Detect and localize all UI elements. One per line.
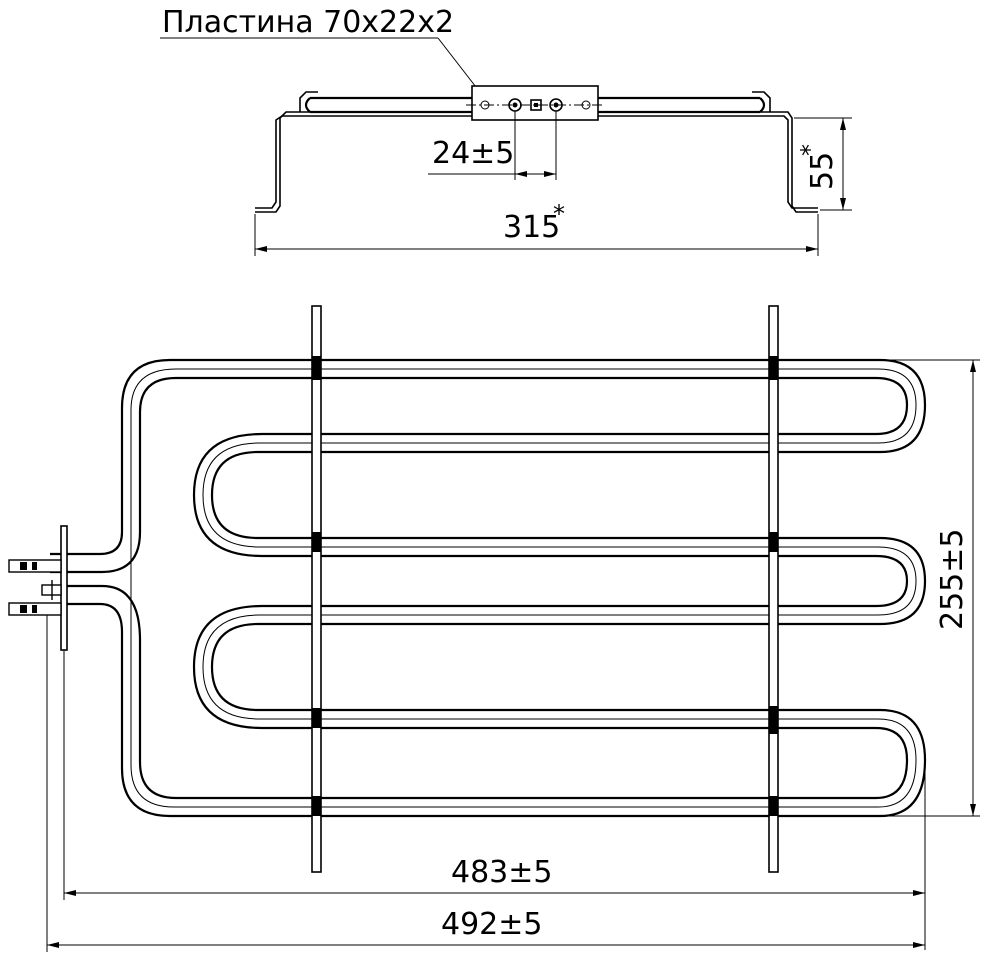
top-view-bracket-ears <box>299 91 771 112</box>
top-view: Пластина 70x22x2 24±5 315 * <box>160 5 852 256</box>
height-top-label-group: 55 * <box>796 144 840 190</box>
support-bar-right <box>768 305 779 873</box>
plate-label: Пластина 70x22x2 <box>162 5 454 40</box>
top-view-bracket-inner <box>255 115 818 209</box>
top-view-tubes <box>310 96 760 114</box>
terminal-left-core <box>512 102 518 108</box>
width-top-label: 315 <box>503 210 560 245</box>
length-inner-label: 483±5 <box>451 855 552 890</box>
terminal-lower <box>8 602 62 616</box>
plate-hole-right <box>581 100 591 110</box>
heating-tube-outer <box>50 358 927 818</box>
plate-hole-left <box>480 100 490 110</box>
width-top-mark: * <box>553 200 565 228</box>
terminal-right-core <box>553 102 559 108</box>
support-clamps <box>312 356 778 816</box>
top-view-bracket-outer <box>255 111 818 213</box>
terminal-upper <box>8 559 62 573</box>
top-view-tube-bends <box>304 97 766 113</box>
front-view: 255±5 483±5 492±5 <box>8 305 980 952</box>
ground-stud-core <box>534 103 538 107</box>
mounting-flange <box>60 525 68 651</box>
heating-tube-inner <box>50 376 909 800</box>
heating-tube-centerline <box>130 368 917 808</box>
length-outer-label: 492±5 <box>441 907 542 942</box>
height-top-mark: * <box>796 144 824 156</box>
ground-bolt <box>41 580 62 600</box>
pitch-label: 24±5 <box>432 136 514 171</box>
height-top-label: 55 <box>805 152 840 190</box>
height-main-label: 255±5 <box>935 529 970 630</box>
ground-stud <box>530 99 542 111</box>
support-bar-left <box>311 305 322 873</box>
